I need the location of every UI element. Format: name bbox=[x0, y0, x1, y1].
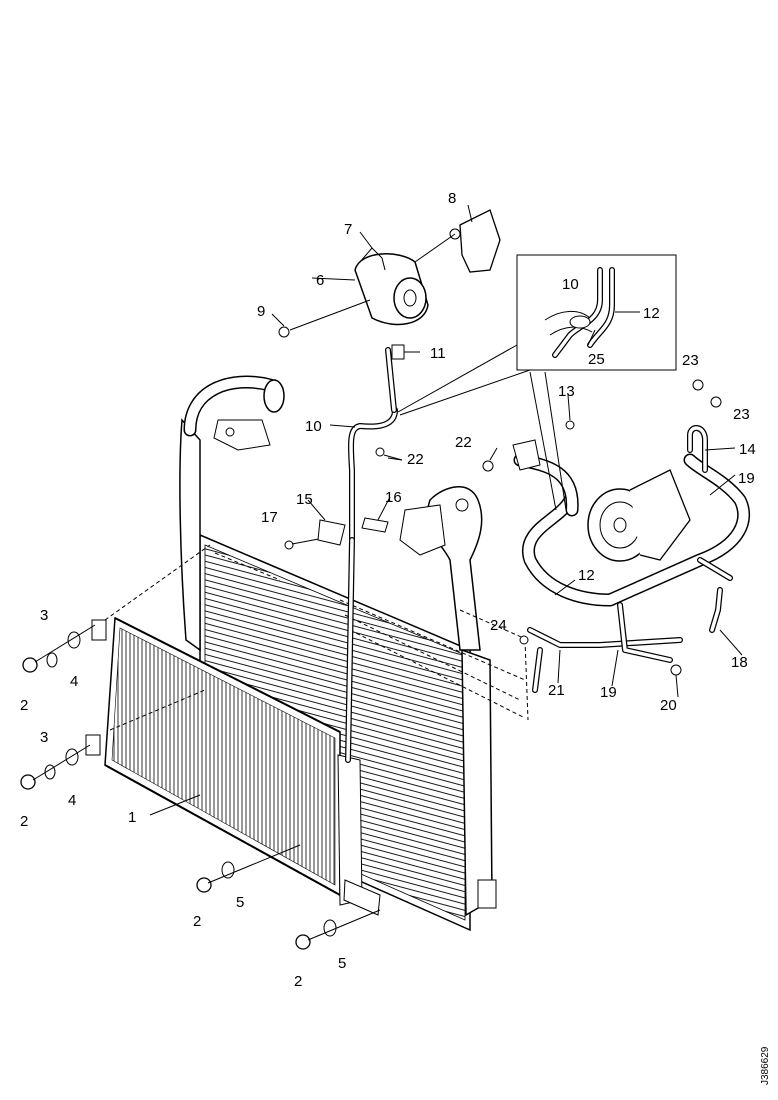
callout-3: 3 bbox=[40, 607, 48, 624]
callout-24: 24 bbox=[490, 617, 507, 634]
callout-1: 1 bbox=[128, 809, 136, 826]
callout-4: 4 bbox=[68, 792, 76, 809]
callout-11: 11 bbox=[430, 345, 446, 362]
detail-inset bbox=[397, 254, 677, 511]
condenser bbox=[85, 616, 381, 916]
lower-hose bbox=[399, 486, 483, 651]
callout-22: 22 bbox=[407, 451, 424, 468]
callout-14: 14 bbox=[739, 441, 756, 458]
callout-21: 21 bbox=[548, 682, 565, 699]
callout-2: 2 bbox=[294, 973, 302, 990]
callout-9: 9 bbox=[257, 303, 265, 320]
callout-10: 10 bbox=[562, 276, 579, 293]
callout-16: 16 bbox=[385, 489, 402, 506]
callout-22: 22 bbox=[455, 434, 472, 451]
mounting-guides bbox=[104, 544, 529, 731]
callout-12: 12 bbox=[643, 305, 660, 322]
callout-23: 23 bbox=[682, 352, 699, 369]
callout-19: 19 bbox=[600, 684, 617, 701]
compressor-top bbox=[278, 209, 501, 338]
callout-20: 20 bbox=[660, 697, 677, 714]
leader-lines bbox=[149, 204, 743, 816]
callout-10: 10 bbox=[305, 418, 322, 435]
callout-15: 15 bbox=[296, 491, 313, 508]
callout-2: 2 bbox=[20, 813, 28, 830]
callout-12: 12 bbox=[578, 567, 595, 584]
callout-23: 23 bbox=[733, 406, 750, 423]
figure-code: J386629 bbox=[760, 1046, 771, 1085]
callout-labels: 1 2 2 2 2 3 3 4 4 5 5 6 7 8 9 10 10 11 1… bbox=[20, 190, 756, 990]
callout-17: 17 bbox=[261, 509, 278, 526]
callout-19: 19 bbox=[738, 470, 755, 487]
fasteners-left bbox=[20, 447, 389, 950]
callout-2: 2 bbox=[193, 913, 201, 930]
callout-13: 13 bbox=[558, 383, 575, 400]
callout-8: 8 bbox=[448, 190, 456, 207]
callout-5: 5 bbox=[236, 894, 244, 911]
compressor-right bbox=[482, 379, 751, 693]
callout-5: 5 bbox=[338, 955, 346, 972]
callout-7: 7 bbox=[344, 221, 352, 238]
callout-6: 6 bbox=[316, 272, 324, 289]
callout-3: 3 bbox=[40, 729, 48, 746]
callout-4: 4 bbox=[70, 673, 78, 690]
ac-line-10 bbox=[345, 344, 405, 763]
callout-2: 2 bbox=[20, 697, 28, 714]
upper-hose bbox=[183, 375, 285, 451]
callout-18: 18 bbox=[731, 654, 748, 671]
callout-25: 25 bbox=[588, 351, 605, 368]
